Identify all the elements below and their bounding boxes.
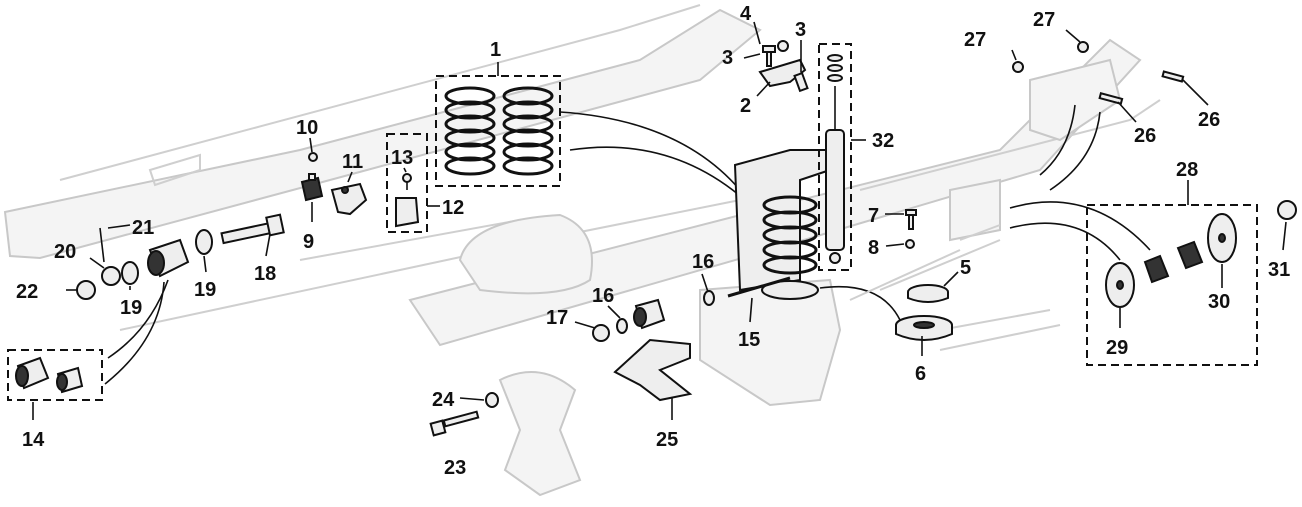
installed-coil-spring (733, 149, 831, 300)
part-1-coil-springs (435, 75, 561, 187)
callout-18: 18 (254, 263, 276, 285)
part-26-bolt (1098, 70, 1185, 105)
callout-3-right: 3 (795, 19, 806, 41)
part-5-spring-seat (907, 284, 949, 303)
callout-23: 23 (444, 457, 466, 479)
callout-20: 20 (54, 241, 76, 263)
callout-29: 29 (1106, 337, 1128, 359)
callout-19-right: 19 (194, 279, 216, 301)
part-20-castle-nut (101, 266, 121, 286)
callout-27-left: 27 (964, 29, 986, 51)
callout-30: 30 (1208, 291, 1230, 313)
part-16-washer (616, 290, 715, 334)
callout-1: 1 (490, 39, 501, 61)
callout-21: 21 (132, 217, 154, 239)
callout-8: 8 (868, 237, 879, 259)
callout-22: 22 (16, 281, 38, 303)
callout-27-right: 27 (1033, 9, 1055, 31)
callout-24: 24 (432, 389, 455, 411)
part-11-bump-bracket (330, 182, 368, 216)
part-8-washer (905, 239, 915, 249)
part-4-nut (777, 40, 789, 52)
callout-13: 13 (391, 147, 413, 169)
part-3-bolt-left (762, 45, 776, 67)
part-23-bolt (429, 410, 480, 437)
bushing-large (147, 238, 190, 278)
callout-25: 25 (656, 429, 678, 451)
callout-15: 15 (738, 329, 760, 351)
callout-4: 4 (740, 3, 752, 25)
callout-16-upper: 16 (692, 251, 714, 273)
callout-26-left: 26 (1134, 125, 1156, 147)
callout-10: 10 (296, 117, 318, 139)
callout-5: 5 (960, 257, 971, 279)
callout-11: 11 (342, 151, 363, 173)
part-10-nut (308, 152, 318, 162)
part-29-washer (1105, 262, 1135, 308)
part-14-bushing-set (7, 349, 103, 401)
callout-16-lower: 16 (592, 285, 614, 307)
callout-19-left: 19 (120, 297, 142, 319)
part-3-bolt-right (793, 71, 809, 93)
part-19-washer (121, 229, 213, 285)
callout-3-left: 3 (722, 47, 733, 69)
coil-spring-right (502, 86, 554, 176)
coil-spring-left (444, 86, 496, 176)
bushing-small (633, 298, 666, 330)
callout-17: 17 (546, 307, 568, 329)
callout-7: 7 (868, 205, 879, 227)
callout-2: 2 (740, 95, 751, 117)
part-15-bolt (727, 276, 791, 298)
part-28-bushing-kit (1086, 204, 1258, 366)
callout-26-right: 26 (1198, 109, 1220, 131)
part-24-washer (485, 392, 499, 408)
part-12-bump-stop-kit (386, 133, 428, 233)
callout-14: 14 (22, 429, 45, 451)
part-7-bolt (905, 209, 917, 230)
callout-31: 31 (1268, 259, 1290, 281)
part-21-cotter-pin (99, 227, 105, 263)
callout-28: 28 (1176, 159, 1198, 181)
track-bar (849, 224, 1001, 301)
part-32-shock-absorber-kit (818, 43, 852, 271)
part-18-bolt (220, 213, 285, 245)
callout-6: 6 (915, 363, 926, 385)
part-6-spring-cup (895, 315, 953, 341)
part-27-nut (1012, 41, 1089, 73)
callout-9: 9 (303, 231, 314, 253)
part-31-nut (1277, 200, 1297, 220)
part-13-bolt (402, 173, 412, 190)
callout-32: 32 (872, 130, 894, 152)
part-25-axle-bracket (613, 338, 693, 402)
part-30-washer (1207, 213, 1237, 263)
part-17-nut (592, 324, 610, 342)
callout-12: 12 (442, 197, 464, 219)
vehicle-frame (3, 4, 1161, 497)
part-9-bump-stop (300, 173, 324, 202)
leader-lines (32, 21, 1287, 420)
callout-labels: 1 2 3 3 4 5 6 7 8 9 10 11 12 13 14 15 16… (16, 3, 1290, 479)
part-22-nut (76, 280, 96, 300)
